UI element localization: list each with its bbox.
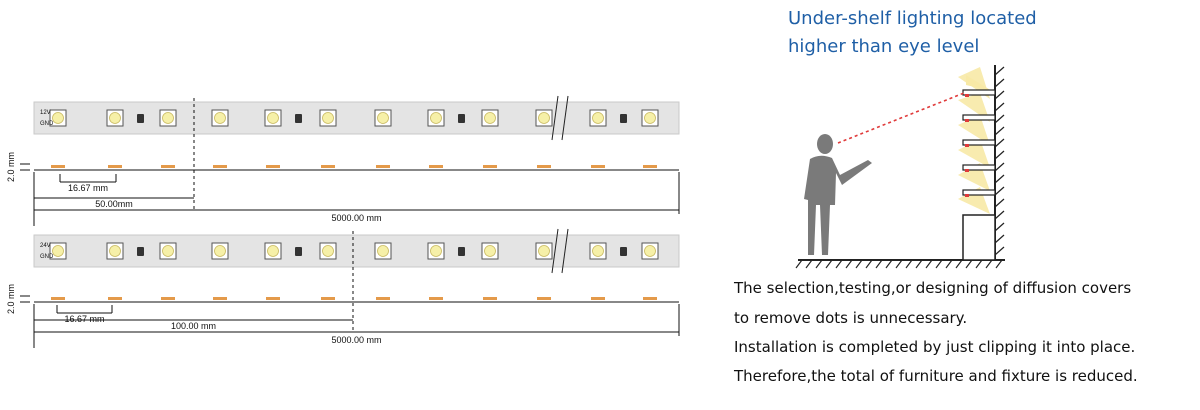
copper-pad — [537, 165, 551, 168]
total-length-label: 5000.00 mm — [331, 213, 381, 223]
sight-line — [837, 92, 965, 144]
resistor — [137, 114, 144, 123]
copper-pad — [591, 297, 605, 300]
copper-pad — [429, 165, 443, 168]
cut-length-label: 50.00mm — [95, 199, 133, 209]
led-emitter — [214, 245, 226, 257]
voltage-label: 12V — [40, 110, 51, 116]
break-mark — [551, 95, 559, 141]
strip-pcb — [33, 234, 680, 268]
resistor — [137, 247, 144, 256]
led-emitter — [377, 245, 389, 257]
copper-pad — [321, 165, 335, 168]
copper-pad — [108, 165, 122, 168]
copper-pad — [429, 297, 443, 300]
floor-hatching — [795, 259, 1003, 269]
resistor — [458, 114, 465, 123]
copper-pad — [591, 165, 605, 168]
copper-pad — [483, 297, 497, 300]
copper-pad — [483, 165, 497, 168]
note-line-4: Therefore,the total of furniture and fix… — [734, 367, 1138, 385]
led-emitter — [52, 245, 64, 257]
wall-hatching — [994, 66, 1005, 256]
heading-line-1: Under-shelf lighting located — [788, 8, 1037, 29]
strip-pcb — [33, 101, 680, 135]
pitch-label: 16.67 mm — [64, 314, 104, 324]
pitch-label: 16.67 mm — [68, 183, 108, 193]
led-emitter — [538, 245, 550, 257]
led-emitter — [162, 112, 174, 124]
copper-pad — [161, 165, 175, 168]
copper-pad — [376, 165, 390, 168]
led-emitter — [592, 112, 604, 124]
copper-pad — [213, 297, 227, 300]
heading-line-2: higher than eye level — [788, 36, 980, 57]
shelves — [962, 89, 996, 196]
led-emitter — [322, 245, 334, 257]
led-emitter — [267, 245, 279, 257]
copper-pad — [108, 297, 122, 300]
copper-pad — [321, 297, 335, 300]
note-line-2: to remove dots is unnecessary. — [734, 309, 968, 327]
ground-label: GND — [40, 121, 54, 127]
led-emitter — [484, 112, 496, 124]
led-emitter — [538, 112, 550, 124]
break-mark — [561, 228, 569, 274]
copper-pad — [643, 297, 657, 300]
strip-drawing-2: 24V GND 2.0 mm 16.67 mm 100.00 mm 5000.00 mm — [6, 228, 680, 348]
led-emitter — [644, 112, 656, 124]
led-emitter — [484, 245, 496, 257]
copper-pad — [643, 165, 657, 168]
copper-pad — [213, 165, 227, 168]
total-length-label: 5000.00 mm — [331, 335, 381, 345]
led-emitter — [109, 245, 121, 257]
led-emitter — [430, 245, 442, 257]
thickness-label: 2.0 mm — [6, 284, 16, 314]
thickness-label: 2.0 mm — [6, 152, 16, 182]
resistor — [620, 114, 627, 123]
led-emitter — [322, 112, 334, 124]
led-emitter — [644, 245, 656, 257]
cut-length-label: 100.00 mm — [171, 321, 216, 331]
copper-pad — [266, 165, 280, 168]
copper-pad — [51, 297, 65, 300]
cabinet — [962, 214, 996, 261]
under-shelf-lighting-illustration — [795, 65, 1005, 269]
copper-pad — [537, 297, 551, 300]
break-mark — [551, 228, 559, 274]
resistor — [620, 247, 627, 256]
resistor — [295, 247, 302, 256]
led-emitter — [377, 112, 389, 124]
led-emitter — [109, 112, 121, 124]
led-emitter — [267, 112, 279, 124]
resistor — [458, 247, 465, 256]
led-emitter — [430, 112, 442, 124]
break-mark — [561, 95, 569, 141]
led-emitter — [214, 112, 226, 124]
shelf-light-dots — [965, 94, 969, 197]
voltage-label: 24V — [40, 243, 51, 249]
led-emitter — [52, 112, 64, 124]
ground-label: GND — [40, 254, 54, 260]
copper-pad — [161, 297, 175, 300]
copper-pad — [51, 165, 65, 168]
person-silhouette — [804, 134, 872, 255]
note-line-3: Installation is completed by just clippi… — [734, 338, 1136, 356]
note-line-1: The selection,testing,or designing of di… — [734, 279, 1132, 297]
resistor — [295, 114, 302, 123]
led-emitter — [592, 245, 604, 257]
led-emitter — [162, 245, 174, 257]
strip-drawing-1: 12V GND 2.0 mm 16.67 mm 50.00mm 5000.00 mm — [6, 95, 680, 226]
copper-pad — [376, 297, 390, 300]
copper-pad — [266, 297, 280, 300]
